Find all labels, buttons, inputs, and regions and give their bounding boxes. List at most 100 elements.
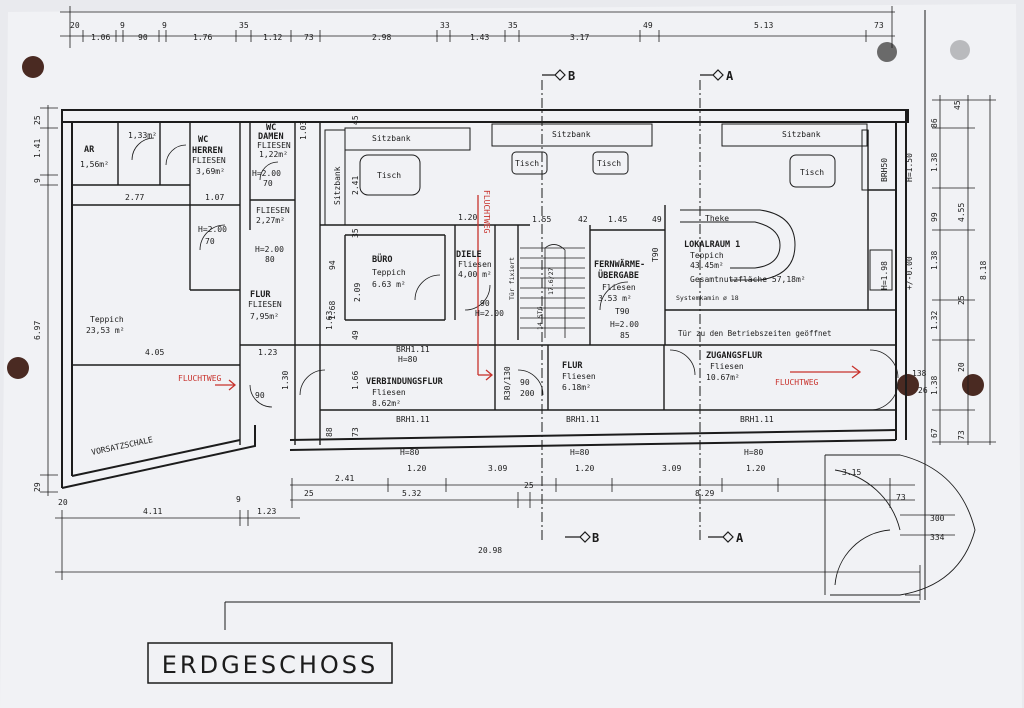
dim-bottom-label: 8.29 [695, 489, 714, 498]
fernwaerme-area: 3.53 m² [598, 294, 632, 303]
wc-damen-name1: WC [266, 123, 276, 133]
wc-damen-floor: FLIESEN [257, 141, 291, 150]
door-width-label: 85 [620, 331, 630, 340]
dim-top-label: 3.17 [570, 33, 589, 42]
h-lokal-label: H=1.50 [905, 153, 914, 182]
door-width-label: 90 [480, 299, 490, 308]
dim-inner-label: 2.09 [353, 283, 362, 302]
dim-inner-label: 4.05 [145, 348, 164, 357]
zugangsflur-floor: Fliesen [710, 362, 744, 371]
h80-label: H=80 [744, 448, 763, 457]
dim-bottom-label: 3.09 [488, 464, 507, 473]
dim-total-label: 20.98 [478, 546, 502, 555]
dim-inner-label: 1.30 [281, 371, 290, 390]
dim-bottom-label: 3.15 [842, 468, 861, 477]
dim-right-label: 1.38 [930, 376, 939, 395]
diele-name: DIELE [456, 250, 482, 260]
dim-left-label: 6.97 [33, 321, 42, 340]
stair-ratio-label: 17.6/27 [547, 268, 555, 295]
dim-right-label: 86 [930, 118, 939, 128]
tisch-label: Tisch [800, 168, 824, 177]
h80-label: H=80 [400, 448, 419, 457]
dim-top-label: 49 [643, 21, 653, 30]
dim-left-label: 29 [33, 482, 42, 492]
lokalraum-area: 43.45m² [690, 261, 724, 270]
punch-hole [7, 357, 29, 379]
lokalraum-floor: Teppich [690, 251, 724, 260]
dim-bottom-label: 334 [930, 533, 945, 542]
dim-right-label: 4.55 [957, 203, 966, 222]
door-note: Tür zu den Betriebszeiten geöffnet [678, 329, 832, 338]
outer-walls [61, 109, 909, 489]
dim-top-label: 20 [70, 21, 80, 30]
door-width-label: 200 [520, 389, 535, 398]
dim-inner-label: 1.03 [299, 121, 308, 140]
dim-bottom-label: 2.41 [335, 474, 354, 483]
verbindungsflur-name: VERBINDUNGSFLUR [366, 377, 444, 387]
dim-top-label: 35 [239, 21, 249, 30]
wc-herren-name2: HERREN [192, 146, 223, 156]
dimension-top [60, 6, 895, 48]
wc-herren-floor: FLIESEN [192, 156, 226, 165]
door-height-label: H=2.00 [255, 245, 284, 254]
fernwaerme-door: T90 [615, 307, 630, 316]
flur-mid-area: 6.18m² [562, 383, 591, 392]
escape-arrows [215, 195, 862, 391]
flur-mid-floor: Fliesen [562, 372, 596, 381]
dim-inner-label: 1.55 [532, 215, 551, 224]
door-height-label: H=2.00 [475, 309, 504, 318]
section-lines [541, 80, 701, 540]
flur-left-area: 7,95m² [250, 312, 279, 321]
dim-top-label: 1.06 [91, 33, 110, 42]
fliesen-small-floor: FLIESEN [256, 206, 290, 215]
dim-inner-label: 35 [351, 228, 360, 238]
dim-inner-label: 49 [652, 215, 662, 224]
dim-bottom-label: 25 [304, 489, 314, 498]
verbindungsflur-floor: Fliesen [372, 388, 406, 397]
teppich-room-area: 23,53 m² [86, 326, 125, 335]
dim-top-label: 1.43 [470, 33, 489, 42]
dim-right-label: 73 [957, 430, 966, 440]
brh-label: BRH1.11 [396, 415, 430, 424]
buero-floor: Teppich [372, 268, 406, 277]
tisch-label: Tisch [377, 171, 401, 180]
punch-hole [22, 56, 44, 78]
dim-inner-label: 94 [328, 260, 337, 270]
furniture [324, 123, 893, 291]
dim-inner-label: 1.07 [205, 193, 224, 202]
dim-right-label: 67 [930, 428, 939, 438]
dim-top-label: 5.13 [754, 21, 773, 30]
dim-right-label: 1.38 [930, 251, 939, 270]
title-block [147, 601, 920, 684]
stair-label: Tür fixiert [508, 257, 516, 300]
dim-bottom-label: 73 [896, 493, 906, 502]
stair-steps-label: 14 STG [536, 306, 544, 330]
zugangsflur-name: ZUGANGSFLUR [706, 351, 763, 361]
theke-label: Theke [705, 214, 729, 223]
dim-top-label: 9 [120, 21, 125, 30]
paper-sheet [0, 4, 1022, 708]
tisch-label: Tisch [515, 159, 539, 168]
room-ar-name: AR [84, 145, 95, 155]
sitzbank-label: Sitzbank [333, 166, 342, 205]
fernwaerme-floor: Fliesen [602, 283, 636, 292]
dim-inner-label: 45 [351, 115, 360, 125]
room-small-area: 1,33m² [128, 131, 157, 140]
section-a-bottom: A [736, 531, 744, 545]
sitzbank-label: Sitzbank [372, 134, 411, 143]
lokalraum-note: Systemkamin ø 18 [676, 294, 739, 302]
section-arrows [542, 69, 734, 543]
page-title: ERDGESCHOSS [162, 651, 378, 679]
dim-top-label: 73 [304, 33, 314, 42]
dim-top-label: 90 [138, 33, 148, 42]
lokalraum-name: LOKALRAUM 1 [684, 240, 740, 250]
interior-walls [72, 122, 896, 445]
dim-bottom-label: 3.09 [662, 464, 681, 473]
dimension-right [932, 95, 996, 445]
h-side-label: H=1.98 [880, 261, 889, 290]
door-height-label: H=2.00 [198, 225, 227, 234]
door-width-label: 70 [205, 237, 215, 246]
dim-right-label: 45 [953, 100, 962, 110]
dim-right-label: 1.32 [930, 311, 939, 330]
